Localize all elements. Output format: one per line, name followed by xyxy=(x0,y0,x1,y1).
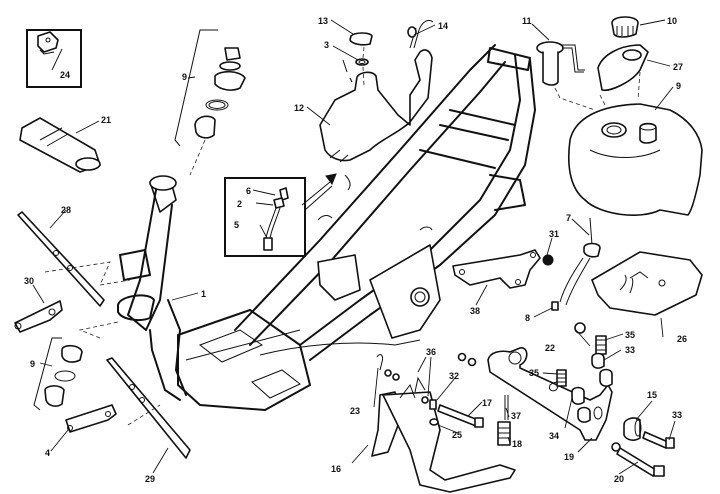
callout-23: 22 xyxy=(545,343,556,353)
callout-8: 8 xyxy=(525,313,531,323)
callout-29: 28 xyxy=(61,205,72,215)
callout-31: 30 xyxy=(24,276,35,286)
callout-4: 4 xyxy=(45,448,51,458)
battery-strap-drawing xyxy=(19,117,101,173)
engine-link-drawing xyxy=(457,322,675,477)
center-stand-drawing xyxy=(371,354,516,493)
callout-33: 32 xyxy=(449,371,460,381)
callout-14: 13 xyxy=(318,16,329,26)
callout-35-upper: 33 xyxy=(625,345,636,355)
callout-30: 29 xyxy=(145,474,156,484)
callout-9-upper: 9 xyxy=(182,72,188,82)
callout-3: 3 xyxy=(324,40,330,50)
leader-lines xyxy=(32,19,676,475)
callout-22: 21 xyxy=(101,115,112,125)
callout-17: 16 xyxy=(331,464,342,474)
callout-32: 31 xyxy=(549,229,560,239)
callout-13: 12 xyxy=(294,103,305,113)
small-bracket-drawing xyxy=(14,300,63,333)
callout-25: 24 xyxy=(60,70,71,80)
callout-20: 19 xyxy=(564,452,575,462)
callout-15: 14 xyxy=(438,21,449,31)
callout-10: 9 xyxy=(676,81,682,91)
callout-34: 33 xyxy=(672,410,683,420)
callout-27: 26 xyxy=(677,334,688,344)
callout-18: 17 xyxy=(482,398,493,408)
callout-16: 15 xyxy=(647,390,658,400)
inset-clip-nut xyxy=(26,29,82,88)
callout-28: 27 xyxy=(673,62,684,72)
oil-tank-drawing xyxy=(319,19,434,163)
callout-24: 23 xyxy=(350,406,361,416)
callout-5: 5 xyxy=(234,220,240,230)
frame-drawing xyxy=(117,44,536,411)
callout-35-lower: 34 xyxy=(549,431,560,441)
steering-bearing-lower xyxy=(33,321,119,411)
callout-39: 37 xyxy=(511,411,522,421)
callout-12: 11 xyxy=(522,16,532,26)
callout-21: 20 xyxy=(614,474,625,484)
steering-bearing-upper xyxy=(174,29,246,176)
callout-26: 25 xyxy=(452,430,463,440)
callout-36-lower: 35 xyxy=(529,368,540,378)
fitting-drawing xyxy=(263,173,337,251)
callout-7: 7 xyxy=(566,213,572,223)
callout-37: 36 xyxy=(426,347,437,357)
front-bracket-drawing xyxy=(17,211,131,307)
fuel-tank-drawing xyxy=(536,16,703,311)
callout-19: 18 xyxy=(512,439,523,449)
callout-6: 6 xyxy=(246,186,252,196)
callout-11: 10 xyxy=(667,16,678,26)
callout-2: 2 xyxy=(237,199,243,209)
callout-38: 38 xyxy=(470,306,481,316)
callout-36-upper: 35 xyxy=(625,330,636,340)
tank-guard-drawing xyxy=(591,251,703,316)
lower-bracket-drawing xyxy=(65,404,117,433)
floor-bracket-drawing xyxy=(106,357,191,459)
rear-bracket-drawing xyxy=(452,249,554,289)
callout-9-lower: 9 xyxy=(30,359,36,369)
inset-fitting xyxy=(224,177,306,257)
head-tube-ring xyxy=(149,175,177,191)
clip-nut-drawing xyxy=(37,31,59,55)
callout-1: 1 xyxy=(201,289,207,299)
